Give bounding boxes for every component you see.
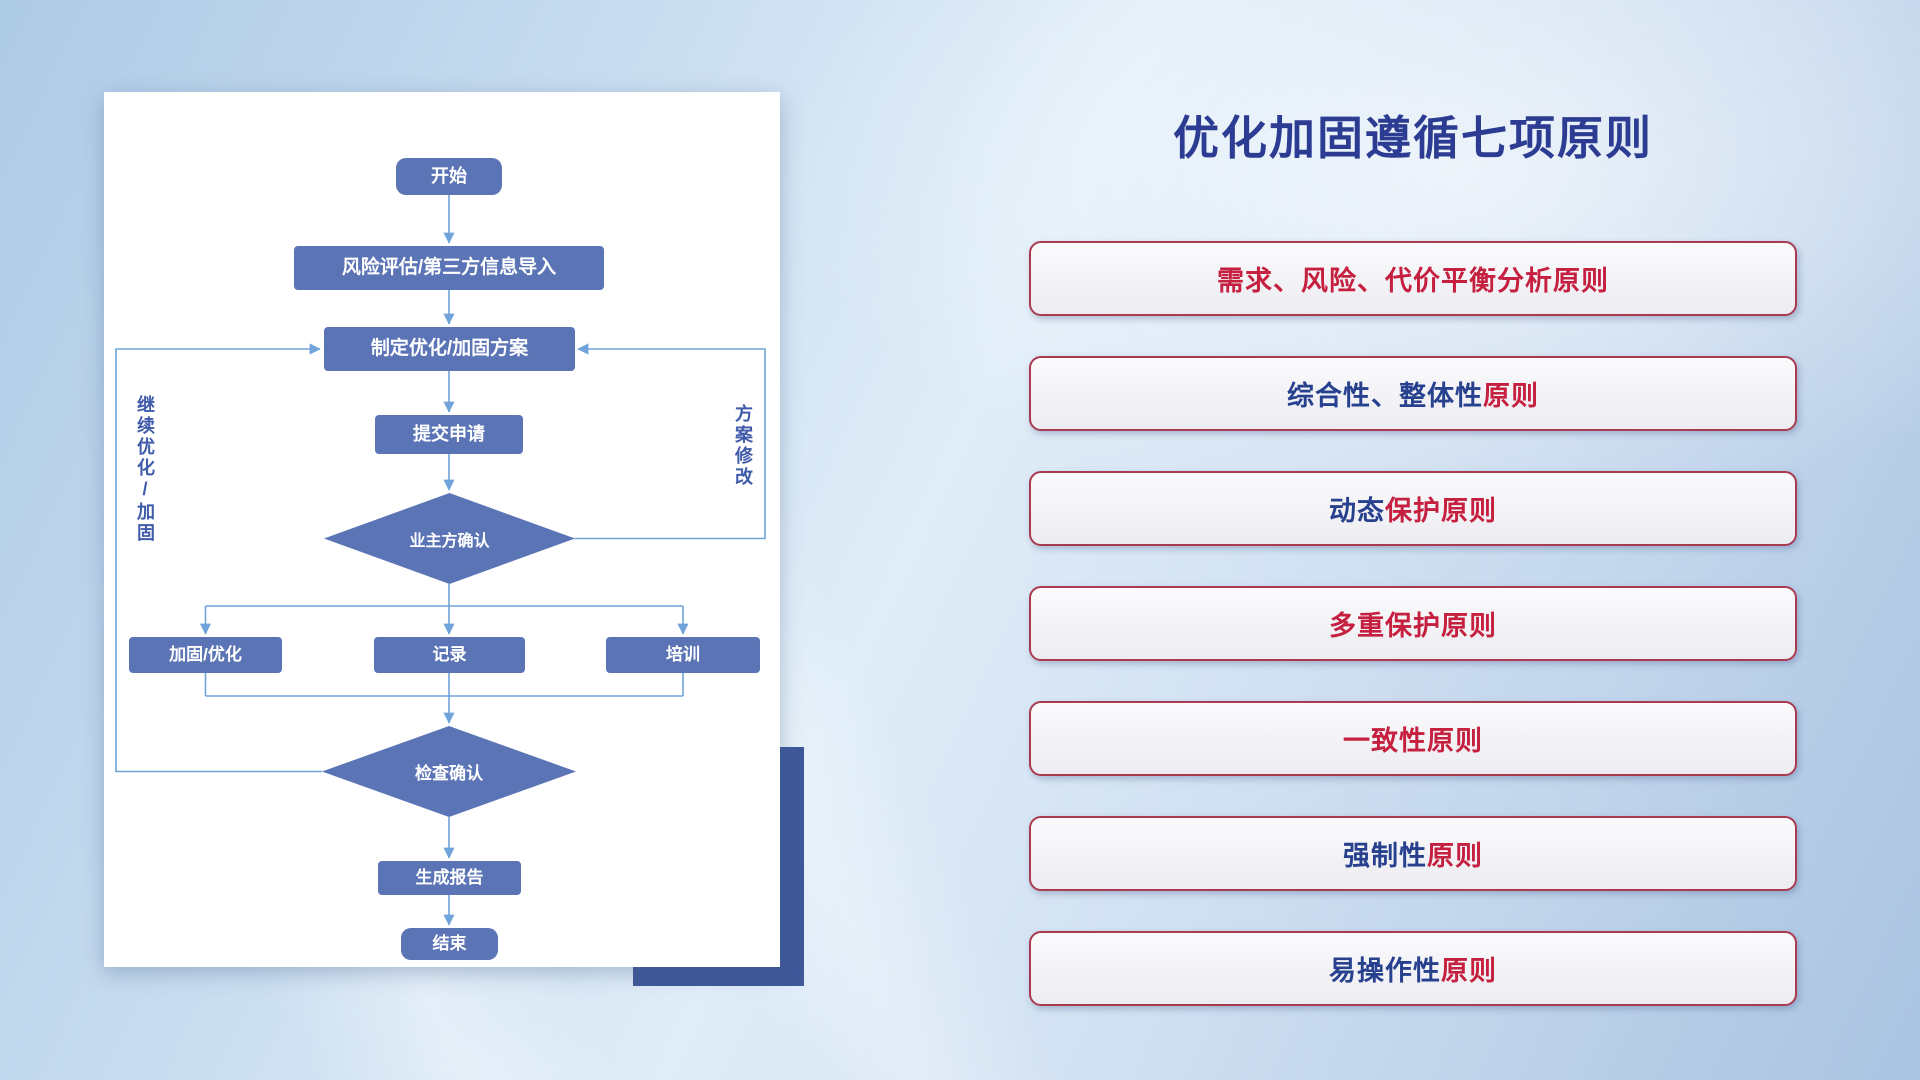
flow-node-end: 结束 (401, 928, 498, 960)
principle-text-blue: 综合性、整体性 (1287, 381, 1483, 411)
flowchart-card: 开始 风险评估/第三方信息导入 制定优化/加固方案 提交申请 业主方确认 加固/… (104, 92, 780, 967)
flow-node-harden-optimize: 加固/优化 (129, 637, 282, 673)
principle-box-3: 动态保护原则 (1029, 471, 1797, 546)
principle-text-red: 保护原则 (1385, 496, 1497, 526)
flow-decision-check-confirm: 检查确认 (322, 726, 576, 817)
principle-text-red: 原则 (1483, 381, 1539, 411)
flow-node-start: 开始 (396, 158, 502, 195)
page-title: 优化加固遵循七项原则 (1173, 112, 1653, 164)
principle-text-red: 多重保护原则 (1329, 611, 1497, 641)
edge-label-continue-optimize: 继续优化/加固 (135, 394, 155, 544)
principle-box-6: 强制性原则 (1029, 816, 1797, 891)
principle-box-5: 一致性原则 (1029, 701, 1797, 776)
flow-node-generate-report: 生成报告 (378, 861, 521, 895)
flow-node-make-plan: 制定优化/加固方案 (324, 327, 575, 371)
flow-node-training: 培训 (606, 637, 760, 673)
principle-text-blue: 动态 (1329, 496, 1385, 526)
principle-box-4: 多重保护原则 (1029, 586, 1797, 661)
edge-label-plan-revision: 方案修改 (733, 404, 753, 488)
flow-decision-owner-confirm: 业主方确认 (324, 493, 575, 584)
principle-text-red: 原则 (1427, 841, 1483, 871)
principle-text-red: 原则 (1441, 956, 1497, 986)
principle-box-2: 综合性、整体性原则 (1029, 356, 1797, 431)
flow-node-submit-application: 提交申请 (375, 415, 523, 454)
principle-text-red: 一致性原则 (1343, 726, 1483, 756)
principle-text-blue: 易操作性 (1329, 956, 1441, 986)
principle-box-7: 易操作性原则 (1029, 931, 1797, 1006)
principles-list: 需求、风险、代价平衡分析原则 综合性、整体性原则 动态保护原则 多重保护原则 一… (1029, 241, 1797, 1006)
flow-node-record: 记录 (374, 637, 525, 673)
principle-text-blue: 强制性 (1343, 841, 1427, 871)
principle-box-1: 需求、风险、代价平衡分析原则 (1029, 241, 1797, 316)
principle-text-red: 需求、风险、代价平衡分析原则 (1217, 266, 1609, 296)
flow-node-risk-import: 风险评估/第三方信息导入 (294, 246, 604, 290)
